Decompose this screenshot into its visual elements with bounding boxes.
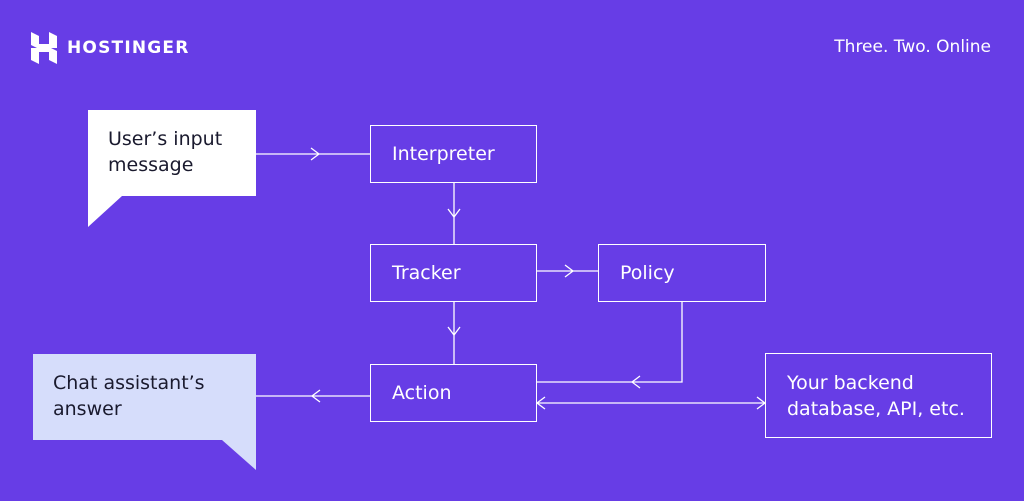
arrowhead-action — [447, 326, 461, 337]
policy-label: Policy — [620, 262, 675, 284]
action-label: Action — [392, 382, 452, 404]
tagline: Three. Two. Online — [834, 37, 991, 57]
tracker-label: Tracker — [392, 262, 461, 284]
interpreter-label: Interpreter — [392, 143, 495, 165]
arrowhead-policy — [564, 264, 575, 278]
answer-bubble — [33, 354, 256, 470]
policy-box: Policy — [598, 244, 766, 302]
hostinger-logo-icon — [31, 32, 57, 64]
arrowhead-action-left — [535, 396, 546, 410]
arrow-policy-to-action — [537, 302, 683, 383]
arrowhead-answer — [310, 389, 321, 403]
user-input-label: User’s input message — [108, 128, 223, 176]
interpreter-box: Interpreter — [370, 125, 537, 183]
backend-label: Your backend database, API, etc. — [787, 371, 965, 420]
answer-label: Chat assistant’s answer — [53, 372, 205, 420]
backend-box: Your backend database, API, etc. — [765, 353, 992, 438]
brand-name: HOSTINGER — [67, 38, 190, 58]
user-input-bubble — [88, 110, 256, 227]
brand[interactable]: HOSTINGER — [31, 32, 190, 64]
arrowhead-policy-action — [630, 375, 641, 389]
arrowhead-tracker — [447, 208, 461, 219]
action-box: Action — [370, 364, 537, 422]
arrowhead-interpreter — [310, 147, 321, 161]
tracker-box: Tracker — [370, 244, 537, 302]
